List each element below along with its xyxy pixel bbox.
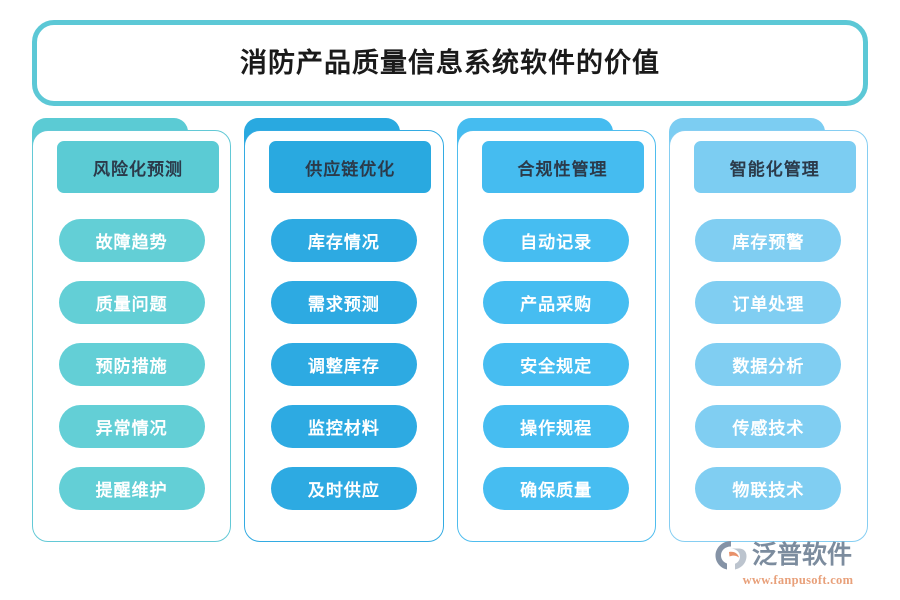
- column-risk-forecast: 风险化预测 故障趋势 质量问题 预防措施 异常情况 提醒维护: [32, 118, 232, 542]
- logo-company-name: 泛普软件: [752, 541, 853, 569]
- list-item[interactable]: 操作规程: [483, 405, 630, 448]
- list-item[interactable]: 库存情况: [270, 219, 417, 262]
- list-item[interactable]: 安全规定: [483, 343, 630, 386]
- list-item[interactable]: 自动记录: [483, 219, 630, 262]
- list-item[interactable]: 传感技术: [695, 405, 842, 448]
- list-item[interactable]: 及时供应: [270, 467, 417, 510]
- list-item[interactable]: 提醒维护: [58, 467, 205, 510]
- list-item[interactable]: 异常情况: [58, 405, 205, 448]
- list-item[interactable]: 需求预测: [270, 281, 417, 324]
- fanpu-swoosh-icon: [714, 539, 748, 571]
- list-item[interactable]: 监控材料: [270, 405, 417, 448]
- column-intelligent-management: 智能化管理 库存预警 订单处理 数据分析 传感技术 物联技术: [668, 118, 868, 542]
- column-header-label: 风险化预测: [93, 159, 183, 179]
- list-item[interactable]: 确保质量: [483, 467, 630, 510]
- logo-row: 泛普软件: [714, 538, 882, 572]
- page-title: 消防产品质量信息系统软件的价值: [240, 47, 660, 78]
- brand-logo: 泛普软件 www.fanpusoft.com: [714, 538, 882, 590]
- list-item[interactable]: 数据分析: [695, 343, 842, 386]
- list-item[interactable]: 订单处理: [695, 281, 842, 324]
- list-item[interactable]: 预防措施: [58, 343, 205, 386]
- column-header-supply-chain[interactable]: 供应链优化: [266, 138, 435, 196]
- column-compliance: 合规性管理 自动记录 产品采购 安全规定 操作规程 确保质量: [456, 118, 656, 542]
- list-item[interactable]: 质量问题: [58, 281, 205, 324]
- list-item[interactable]: 调整库存: [270, 343, 417, 386]
- column-header-intelligent-management[interactable]: 智能化管理: [690, 138, 859, 196]
- list-item[interactable]: 库存预警: [695, 219, 842, 262]
- column-supply-chain: 供应链优化 库存情况 需求预测 调整库存 监控材料 及时供应: [244, 118, 444, 542]
- column-header-compliance[interactable]: 合规性管理: [478, 138, 647, 196]
- logo-website-url: www.fanpusoft.com: [742, 573, 854, 587]
- column-header-label: 供应链优化: [305, 159, 396, 179]
- column-item-list: 库存预警 订单处理 数据分析 传感技术 物联技术: [669, 214, 868, 530]
- column-header-risk-forecast[interactable]: 风险化预测: [54, 138, 222, 196]
- value-columns: 风险化预测 故障趋势 质量问题 预防措施 异常情况 提醒维护 供应链优化 库存情…: [32, 118, 868, 542]
- column-item-list: 库存情况 需求预测 调整库存 监控材料 及时供应: [244, 214, 443, 530]
- column-header-label: 智能化管理: [729, 159, 820, 179]
- list-item[interactable]: 产品采购: [483, 281, 630, 324]
- list-item[interactable]: 物联技术: [695, 467, 842, 510]
- title-banner: 消防产品质量信息系统软件的价值: [32, 20, 868, 106]
- column-item-list: 故障趋势 质量问题 预防措施 异常情况 提醒维护: [32, 214, 231, 530]
- column-header-label: 合规性管理: [517, 159, 608, 179]
- column-item-list: 自动记录 产品采购 安全规定 操作规程 确保质量: [457, 214, 656, 530]
- list-item[interactable]: 故障趋势: [58, 219, 205, 262]
